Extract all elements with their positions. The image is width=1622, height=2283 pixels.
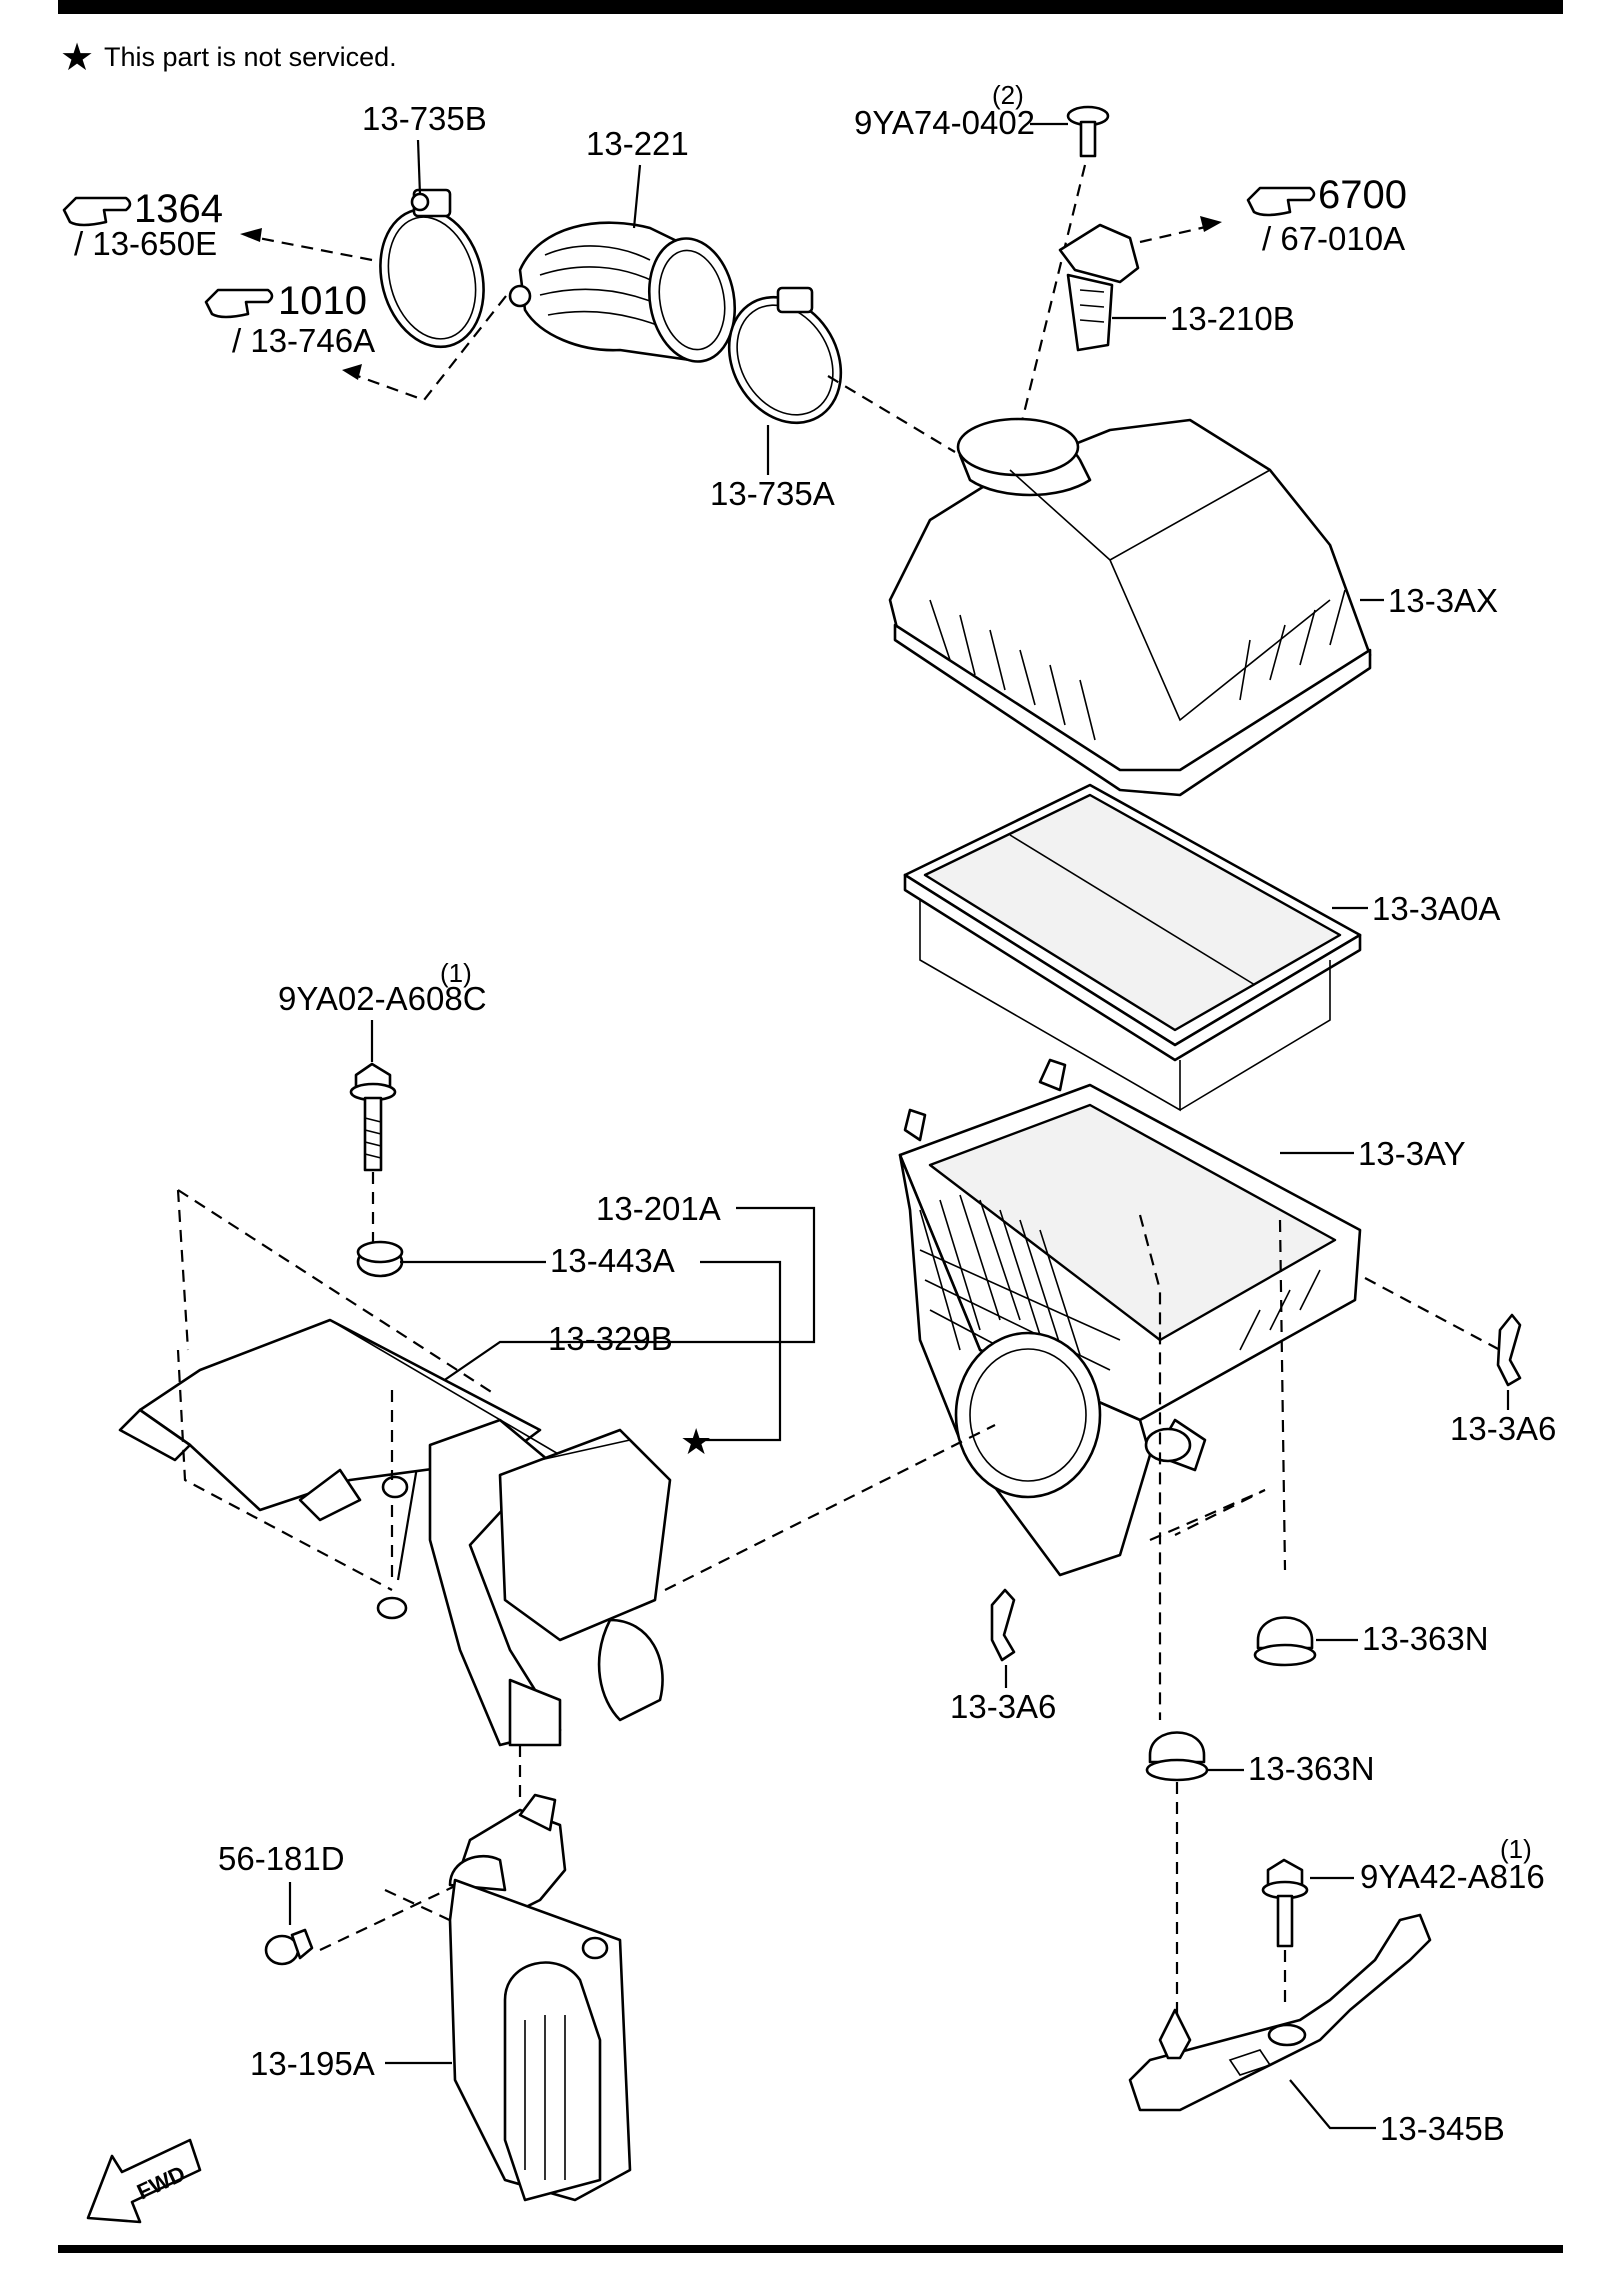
- ref-6700-number: 6700: [1318, 173, 1407, 217]
- label-clamp-lower: 13-735A: [710, 475, 835, 512]
- label-element: 13-3A0A: [1372, 890, 1500, 927]
- label-clip-right: 13-3A6: [1450, 1410, 1556, 1447]
- label-grommet: 13-443A: [550, 1242, 675, 1279]
- clip-13-3A6-right: [1496, 1313, 1522, 1387]
- mount-13-363N-lower: [1145, 1731, 1209, 1782]
- ref-1364-sub: / 13-650E: [74, 225, 217, 262]
- top-border: [58, 0, 1563, 14]
- label-bolt-top-qty: (2): [992, 80, 1024, 110]
- label-bolt-right-qty: (1): [1500, 1834, 1532, 1864]
- element-13-3A0A: [903, 783, 1362, 1112]
- label-clamp-upper: 13-735B: [362, 100, 487, 137]
- ref-1364: 1364 / 13-650E: [62, 187, 373, 262]
- bolt-9YA74-0402: [1066, 105, 1110, 158]
- duct-13-221: [508, 221, 737, 363]
- case-13-3AY: [898, 1058, 1362, 1577]
- label-drain: 13-195A: [250, 2045, 375, 2082]
- label-bolt-right: 9YA42-A816: [1360, 1858, 1545, 1895]
- clamp-13-735A: [727, 286, 843, 425]
- clip-13-3A6-center: [990, 1588, 1016, 1662]
- label-bolt-left-qty: (1): [440, 958, 472, 988]
- bottom-border: [58, 2245, 1563, 2253]
- sensor-13-210B: [1058, 223, 1140, 352]
- label-case: 13-3AY: [1358, 1135, 1466, 1172]
- star-mark: ★: [680, 1421, 712, 1462]
- cover-13-3AX: [888, 417, 1372, 797]
- bolt-9YA02-A608C: [349, 1062, 397, 1172]
- fwd-arrow-icon: FWD: [86, 2138, 202, 2224]
- label-sensor: 13-210B: [1170, 300, 1295, 337]
- clamp-13-735B: [379, 188, 485, 349]
- label-duct: 13-221: [586, 125, 689, 162]
- mount-13-363N-upper: [1253, 1616, 1317, 1667]
- label-clip-pin: 56-181D: [218, 1840, 345, 1877]
- label-bolt-top: 9YA74-0402: [854, 104, 1035, 141]
- ref-1010: 1010 / 13-746A: [204, 279, 507, 402]
- hand-pointer-icon: [62, 196, 132, 227]
- ref-1010-number: 1010: [278, 279, 367, 323]
- ref-6700-sub: / 67-010A: [1262, 220, 1405, 257]
- ref-1010-sub: / 13-746A: [232, 322, 375, 359]
- clip-pin-56-181D: [264, 1928, 314, 1966]
- grommet-13-443A: [356, 1240, 404, 1278]
- label-mount-lower: 13-363N: [1248, 1750, 1375, 1787]
- star-icon: ★: [60, 37, 94, 79]
- hand-pointer-icon: [1246, 186, 1316, 217]
- label-cover: 13-3AX: [1388, 582, 1498, 619]
- label-resonator: 13-201A: [596, 1190, 721, 1227]
- label-clip-center: 13-3A6: [950, 1688, 1056, 1725]
- note: ★ This part is not serviced.: [60, 37, 397, 79]
- ref-1364-number: 1364: [134, 187, 223, 231]
- ref-6700: 6700 / 67-010A: [1139, 173, 1407, 257]
- label-insulator: 13-329B: [548, 1320, 673, 1357]
- drain-13-195A: [448, 1793, 632, 2202]
- label-mount-upper: 13-363N: [1362, 1620, 1489, 1657]
- bracket-13-345B: [1128, 1913, 1432, 2112]
- label-bolt-left: 9YA02-A608C: [278, 980, 487, 1017]
- label-bracket: 13-345B: [1380, 2110, 1505, 2147]
- resonator-13-201A: [118, 1189, 672, 1747]
- hand-pointer-icon: [204, 288, 274, 319]
- bolt-9YA42-A816: [1261, 1858, 1309, 1948]
- note-text: This part is not serviced.: [104, 42, 397, 72]
